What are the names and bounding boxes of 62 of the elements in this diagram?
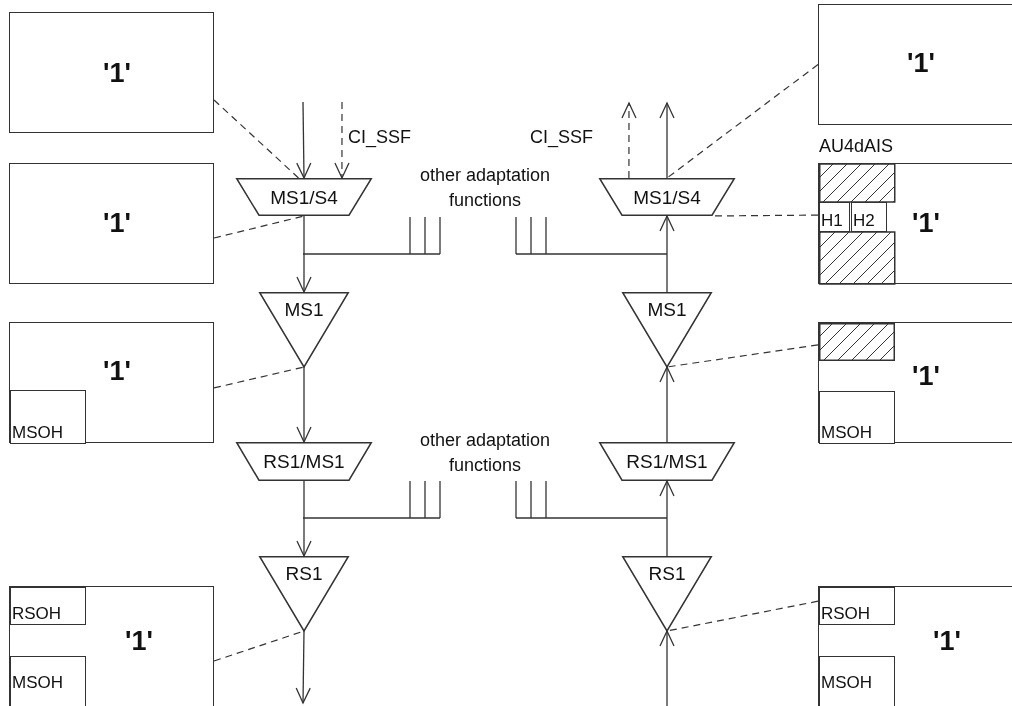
edge-label: CI_SSF [530, 127, 594, 148]
overhead-field: RSOH [819, 587, 895, 625]
arrow [659, 630, 675, 706]
overhead-field: H1 [819, 202, 850, 232]
overhead-field: MSOH [819, 391, 895, 444]
termination-function-triangle [622, 556, 712, 631]
arrow [295, 630, 311, 704]
dashed-arrow [334, 101, 350, 179]
frame-box [9, 12, 214, 133]
frame-label: '1' [125, 625, 153, 657]
function-label: MS1 [647, 300, 687, 319]
arrow [296, 366, 312, 443]
function-label: RS1/MS1 [626, 452, 708, 471]
adaptation-function-trapezoid [236, 442, 372, 481]
function-label: RS1 [648, 564, 686, 583]
overhead-field: MSOH [10, 656, 86, 706]
edge-label: CI_SSF [348, 127, 412, 148]
arrow [296, 480, 312, 557]
frame-label: '1' [103, 207, 131, 239]
function-label: RS1 [285, 564, 323, 583]
adaptation-function-trapezoid [236, 178, 372, 216]
termination-function-triangle [622, 292, 712, 367]
arrow [659, 215, 675, 293]
frame-label: '1' [907, 47, 935, 79]
leader-line [213, 366, 305, 389]
leader-line [666, 63, 819, 179]
leader-line [213, 99, 300, 179]
note-text: other adaptation functions [418, 429, 552, 477]
note-text: other adaptation functions [418, 164, 552, 212]
frame-box [818, 586, 1012, 706]
arrow [296, 101, 312, 179]
arrow [659, 480, 675, 557]
termination-function-triangle [259, 292, 349, 367]
termination-function-triangle [259, 556, 349, 631]
overhead-field: H2 [851, 202, 887, 232]
overhead-field: RSOH [10, 587, 86, 625]
overhead-field: MSOH [819, 656, 895, 706]
hatched-field [819, 323, 895, 361]
signal-label: AU4dAIS [819, 136, 894, 157]
arrow [659, 102, 675, 179]
frame-box [9, 586, 214, 706]
frame-box [9, 163, 214, 284]
arrow [296, 215, 312, 293]
frame-label: '1' [933, 625, 961, 657]
function-label: RS1/MS1 [263, 452, 345, 471]
frame-box [818, 322, 1012, 443]
frame-label: '1' [912, 360, 940, 392]
leader-line [213, 215, 305, 239]
frame-label: '1' [912, 207, 940, 239]
arrow [659, 366, 675, 443]
frame-label: '1' [103, 355, 131, 387]
frame-box [9, 322, 214, 443]
adaptation-function-trapezoid [599, 442, 735, 481]
frame-box [818, 4, 1012, 125]
dashed-arrow [621, 102, 637, 179]
function-label: MS1/S4 [633, 187, 701, 207]
adaptation-function-trapezoid [599, 178, 735, 216]
leader-line [666, 344, 819, 368]
overhead-field: MSOH [10, 390, 86, 444]
frame-label: '1' [103, 57, 131, 89]
function-label: MS1 [284, 300, 324, 319]
function-label: MS1/S4 [270, 187, 338, 207]
